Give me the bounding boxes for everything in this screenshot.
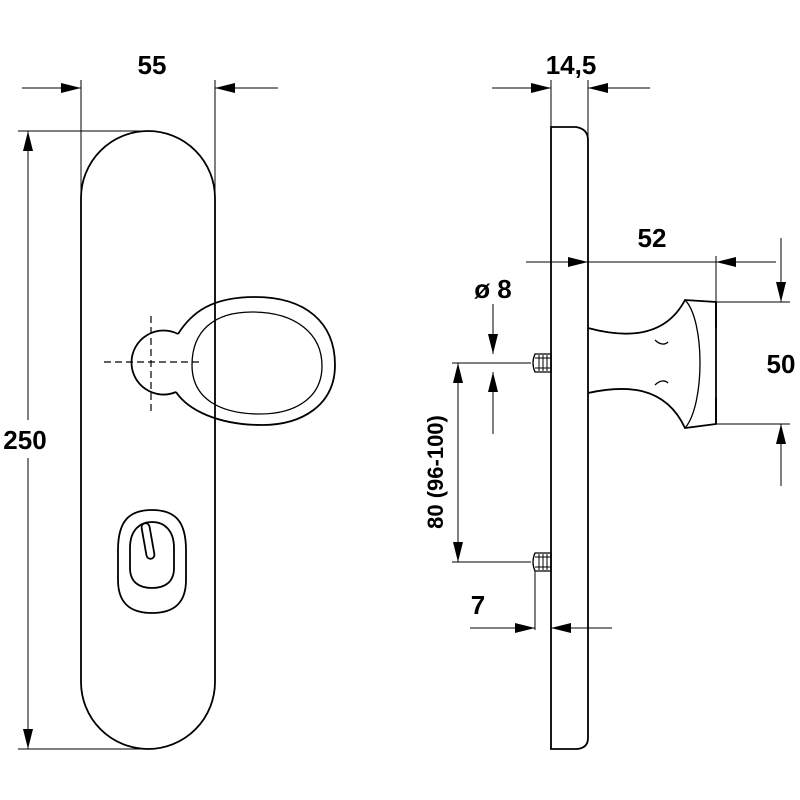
pin-diameter-arrow-top: [488, 334, 498, 354]
front-view: 55 250: [0, 50, 336, 750]
pin-offset-arrow-right: [551, 623, 571, 633]
projection-arrow-right: [716, 257, 736, 267]
height-label: 250: [3, 425, 46, 455]
height-arrow-top: [23, 131, 33, 151]
knob-height-arrow-top: [776, 282, 786, 302]
height-arrow-bottom: [23, 729, 33, 749]
knob-height-arrow-bottom: [776, 424, 786, 444]
side-plate-profile: [550, 126, 589, 750]
width-label: 55: [138, 50, 167, 80]
knob-height-label: 50: [767, 349, 796, 379]
thickness-arrow-left: [531, 83, 551, 93]
projection-label: 52: [638, 223, 667, 253]
width-arrow-right: [215, 83, 235, 93]
pin-diameter-label: ø 8: [474, 274, 512, 304]
thickness-arrow-right: [588, 83, 608, 93]
front-plate-outline: [80, 130, 216, 750]
knob-profile-lower: [587, 388, 717, 429]
knob-profile-flange: [684, 299, 701, 429]
pin-distance-label: 80 (96-100): [423, 415, 448, 529]
pin-distance-arrow-top: [453, 363, 463, 383]
width-arrow-left: [61, 83, 81, 93]
thickness-label: 14,5: [546, 50, 597, 80]
cylinder-escutcheon: [117, 509, 187, 614]
pin-offset-label: 7: [471, 590, 485, 620]
side-view: 14,5 52 50 ø 8 80 (96-100) 7: [423, 50, 796, 750]
lower-pin: [532, 552, 552, 572]
upper-pin: [532, 353, 552, 373]
pin-offset-arrow-left: [515, 623, 535, 633]
cylinder-key-slot: [140, 522, 156, 560]
pin-diameter-arrow-bottom: [488, 372, 498, 392]
knob-highlight-upper: [654, 339, 669, 345]
projection-arrow-left: [568, 257, 588, 267]
knob-inner-contour: [191, 311, 323, 415]
pin-distance-arrow-bottom: [453, 542, 463, 562]
cylinder-slot: [129, 521, 175, 589]
knob-outline: [175, 296, 336, 426]
knob-highlight-lower: [654, 380, 669, 386]
